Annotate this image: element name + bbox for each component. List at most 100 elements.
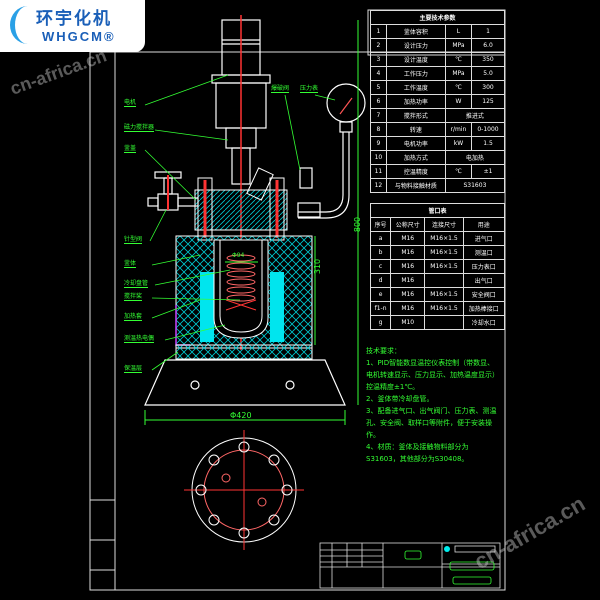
label-insulation: 保温层 [124, 365, 143, 373]
cell: M16 [390, 259, 426, 274]
cell: 8 [370, 122, 387, 137]
label-needle-valve: 针型阀 [124, 236, 143, 244]
label-heating-jacket: 加热套 [124, 313, 143, 321]
dimension-jacket-height: 310 [313, 258, 323, 275]
cell: 0-1000 [471, 122, 505, 137]
cell: 7 [370, 108, 387, 123]
cell: 1 [471, 24, 505, 39]
cell: M16×1.5 [424, 259, 464, 274]
cell: 4 [370, 66, 387, 81]
label-agitator: 搅拌桨 [124, 293, 143, 301]
cell: M16 [390, 245, 426, 260]
column-header: 连接尺寸 [424, 217, 464, 232]
column-header: 用途 [462, 217, 506, 232]
cell: 加热棒接口 [462, 301, 506, 316]
cell: ±1 [471, 164, 505, 179]
cell: 6.0 [471, 38, 505, 53]
cell: M16×1.5 [424, 245, 464, 260]
label-thermocouple: 测温热电偶 [124, 335, 155, 343]
company-logo: 环宇化机 WHGCM® [0, 0, 145, 52]
column-header: 序号 [369, 217, 392, 232]
cell: M16 [390, 287, 426, 302]
cell: 工作温度 [385, 80, 446, 95]
pressure-gauge [297, 83, 366, 219]
cell: 加热功率 [385, 94, 446, 109]
cell: r/min [444, 122, 473, 137]
cell: 3 [370, 52, 387, 67]
cell: ℃ [444, 80, 473, 95]
cell: kW [444, 136, 473, 151]
cell: 350 [471, 52, 505, 67]
cell: d [369, 273, 392, 288]
cell: a [369, 231, 392, 246]
dimension-base-diameter: Φ420 [230, 411, 252, 420]
cell: M16×1.5 [424, 287, 464, 302]
cell: 控温精度 [385, 164, 446, 179]
cell: c [369, 259, 392, 274]
cell: 出气口 [462, 273, 506, 288]
title-block [319, 542, 501, 589]
cell: 2 [370, 38, 387, 53]
cell: 测温口 [462, 245, 506, 260]
cell: 9 [370, 136, 387, 151]
cell: 电机功率 [385, 136, 446, 151]
cell: M16 [390, 273, 426, 288]
cell: 12 [370, 178, 387, 193]
reactor-lid [194, 167, 288, 241]
label-cooling-coil: 冷却盘管 [124, 280, 149, 288]
cell: ℃ [444, 52, 473, 67]
cell: L [444, 24, 473, 39]
label-motor: 电机 [124, 99, 137, 107]
notes-title: 技术要求： [366, 347, 401, 355]
cell: 安全阀口 [462, 287, 506, 302]
cell: 冷却水口 [462, 315, 506, 330]
cell: 压力表口 [462, 259, 506, 274]
cell: 工作压力 [385, 66, 446, 81]
cell [424, 315, 464, 330]
note-line: 2、釜体带冷却盘管。 [366, 395, 434, 403]
cell: 设计温度 [385, 52, 446, 67]
label-magnetic-stirrer: 磁力搅拌器 [124, 124, 155, 132]
cell: 1 [370, 24, 387, 39]
cell: MPa [444, 38, 473, 53]
label-leaders [144, 74, 336, 371]
cell: S31603 [444, 178, 506, 193]
label-vessel: 釜体 [124, 260, 137, 268]
nozzle-table-title: 管口表 [370, 203, 505, 218]
cell: 300 [471, 80, 505, 95]
cell: M16×1.5 [424, 301, 464, 316]
note-line: 3、配备进气口、出气阀门、压力表、测温孔、安全阀、取样口等附件，便于安装操作。 [366, 407, 497, 439]
cell: MPa [444, 66, 473, 81]
note-line: 4、材质：釜体及接触物料部分为S31603，其他部分为S30408。 [366, 443, 469, 463]
plan-view [184, 430, 304, 550]
cell: ℃ [444, 164, 473, 179]
cell: M16×1.5 [424, 231, 464, 246]
cell: 5 [370, 80, 387, 95]
cell: 125 [471, 94, 505, 109]
cell: e [369, 287, 392, 302]
label-lid: 釜盖 [124, 145, 137, 153]
cell: 6 [370, 94, 387, 109]
dimension-lines [144, 20, 359, 425]
cell: 设计压力 [385, 38, 446, 53]
dimension-height: 800 [353, 216, 363, 233]
cell: b [369, 245, 392, 260]
